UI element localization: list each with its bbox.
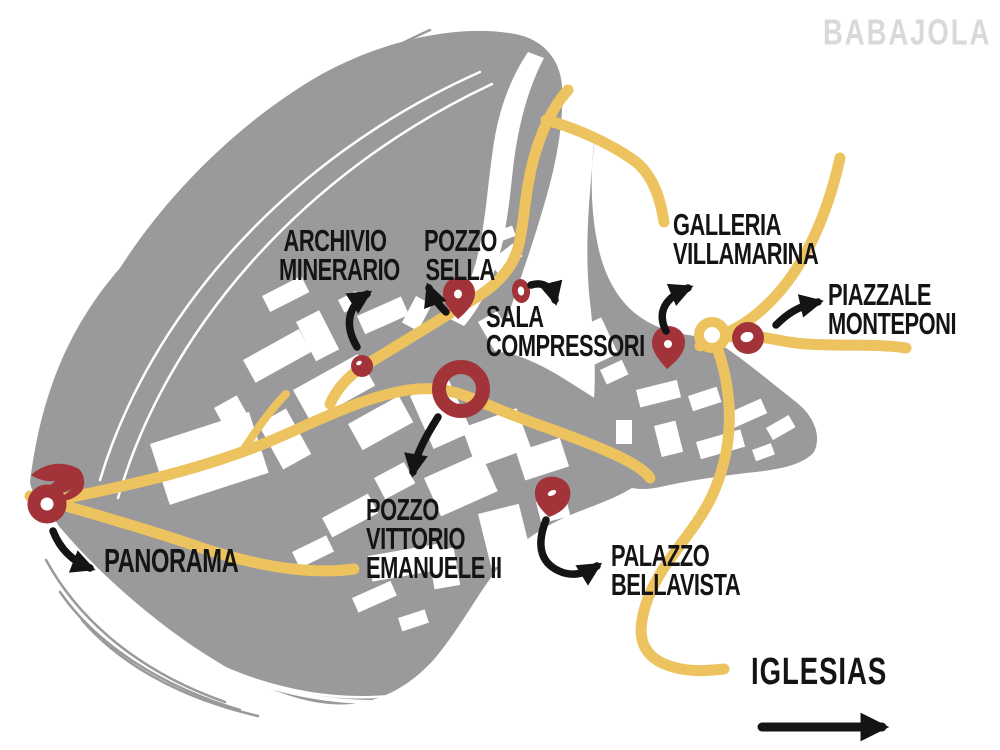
building (654, 420, 684, 458)
label-pozzo-sella: POZZO SELLA (424, 223, 497, 287)
building (296, 310, 340, 362)
label-line: BELLAVISTA (611, 566, 741, 602)
label-line: PIAZZALE (828, 277, 932, 312)
arrow-to-sala-compressori (527, 279, 563, 306)
building (524, 250, 552, 284)
label-line: POZZO (366, 492, 439, 527)
label-palazzo-bellavista: PALAZZO BELLAVISTA (611, 538, 741, 602)
label-panorama: PANORAMA (104, 543, 239, 580)
arrow-to-panorama (49, 527, 96, 573)
label-iglesias-destination: IGLESIAS (751, 651, 888, 694)
marker-pozzo-vittorio-emanuele (432, 360, 490, 418)
marker-archivio-minerario (351, 355, 373, 377)
building (322, 493, 379, 538)
building (616, 420, 632, 444)
building (461, 408, 531, 468)
label-piazzale-monteponi: PIAZZALE MONTEPONI (828, 277, 957, 341)
label-line: VILLAMARINA (673, 235, 819, 271)
label-line: COMPRESSORI (486, 327, 645, 363)
building (398, 609, 429, 632)
label-line: VITTORIO (366, 520, 465, 556)
terrain-valley-gap (448, 52, 544, 326)
arrow-to-piazzale (772, 294, 824, 329)
marker-palazzo-bellavista (534, 476, 571, 517)
building (766, 415, 796, 441)
road-north-east-branch (540, 114, 670, 228)
building (292, 535, 335, 569)
label-line: SELLA (425, 251, 495, 287)
building (427, 547, 461, 590)
building (424, 452, 498, 517)
building (368, 543, 444, 582)
arrow-to-archivio (345, 290, 373, 351)
building (600, 359, 629, 385)
marker-panorama (27, 484, 67, 524)
building (410, 378, 472, 449)
building (688, 386, 722, 412)
label-line: IGLESIAS (751, 651, 888, 694)
building (357, 296, 409, 335)
building (352, 580, 397, 613)
building (725, 398, 768, 429)
label-line: SALA (486, 299, 544, 334)
building (242, 328, 312, 383)
label-line: ARCHIVIO (283, 223, 388, 258)
label-line: EMANUELE II (366, 549, 502, 585)
label-sala-compressori: SALA COMPRESSORI (486, 299, 645, 363)
markers (27, 277, 764, 524)
label-pozzo-vittorio-emanuele: POZZO VITTORIO EMANUELE II (366, 492, 502, 585)
building (477, 311, 515, 352)
building (478, 503, 533, 569)
label-line: PANORAMA (104, 543, 239, 580)
label-line: MINERARIO (279, 251, 400, 287)
arrow-to-palazzo (537, 516, 603, 586)
arrow-to-pozzo-sella (424, 282, 450, 316)
label-galleria-villamarina: GALLERIA VILLAMARINA (673, 207, 819, 271)
building (214, 395, 247, 426)
road-fork-branch (238, 390, 290, 456)
building (496, 225, 516, 242)
building (574, 317, 619, 367)
arrow-to-galleria (658, 283, 694, 335)
label-line: MONTEPONI (828, 305, 957, 341)
label-archivio-minerario: ARCHIVIO MINERARIO (279, 223, 400, 287)
building (751, 443, 775, 462)
road-south-west (24, 490, 360, 577)
label-line: POZZO (424, 223, 497, 258)
label-line: PALAZZO (611, 538, 710, 573)
building (516, 437, 570, 481)
arrow-to-pozzo-vittorio (404, 413, 442, 478)
building (262, 276, 310, 313)
building (636, 379, 682, 408)
label-line: GALLERIA (673, 207, 781, 242)
hatch-top-left-inner (98, 70, 494, 500)
watermark: BABAJOLA (823, 13, 992, 53)
building (348, 395, 414, 451)
arrows (49, 279, 890, 742)
road-roundabout (694, 317, 730, 353)
road-main-diagonal (30, 383, 656, 510)
road-south-to-iglesias (635, 344, 735, 677)
